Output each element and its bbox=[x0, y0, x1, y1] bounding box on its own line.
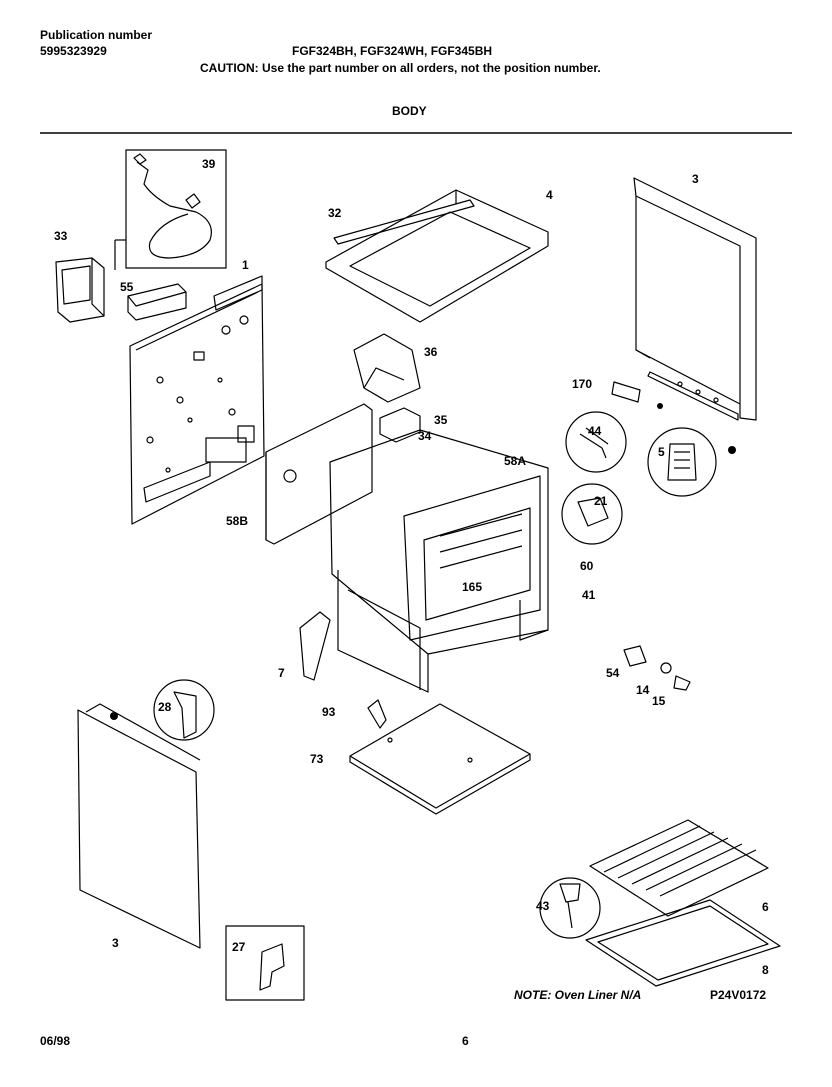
vent-bracket-part bbox=[353, 333, 421, 403]
callout-27: 27 bbox=[232, 940, 246, 954]
bracket-part bbox=[127, 283, 187, 321]
callout-35: 35 bbox=[434, 413, 448, 427]
footer-date: 06/98 bbox=[40, 1034, 71, 1048]
callout-55: 55 bbox=[120, 280, 134, 294]
screw-part bbox=[673, 675, 691, 691]
caution-text: CAUTION: Use the part number on all orde… bbox=[200, 61, 601, 75]
detail-44 bbox=[565, 411, 627, 473]
callout-43: 43 bbox=[536, 899, 550, 913]
strip-part bbox=[333, 199, 475, 245]
callout-73: 73 bbox=[310, 752, 324, 766]
publication-number: 5995323929 bbox=[40, 44, 107, 58]
callout-54: 54 bbox=[606, 666, 620, 680]
figure-code: P24V0172 bbox=[710, 988, 767, 1002]
washer-part bbox=[660, 662, 672, 674]
callout-1: 1 bbox=[242, 258, 249, 272]
callout-7: 7 bbox=[278, 666, 285, 680]
insulation-part bbox=[265, 403, 373, 545]
footer-page: 6 bbox=[462, 1034, 469, 1048]
bottom-panel-part bbox=[349, 703, 531, 815]
callout-39: 39 bbox=[202, 157, 216, 171]
callout-15: 15 bbox=[652, 694, 666, 708]
callout-28: 28 bbox=[158, 700, 172, 714]
callout-3-right: 3 bbox=[692, 172, 699, 186]
callout-41: 41 bbox=[582, 588, 596, 602]
callout-93: 93 bbox=[322, 705, 336, 719]
knob-part bbox=[623, 645, 647, 667]
callout-44: 44 bbox=[588, 424, 602, 438]
duct-part bbox=[379, 407, 421, 443]
callout-21: 21 bbox=[594, 494, 608, 508]
detail-28 bbox=[153, 679, 215, 741]
broil-pan-part bbox=[585, 899, 781, 987]
callout-58a: 58A bbox=[504, 454, 527, 468]
callout-58b: 58B bbox=[226, 514, 249, 528]
callout-60: 60 bbox=[580, 559, 594, 573]
callout-34: 34 bbox=[418, 429, 432, 443]
power-cord-part bbox=[125, 149, 227, 269]
terminal-block-part bbox=[55, 257, 105, 323]
hinge-part bbox=[299, 611, 331, 681]
callout-3-left: 3 bbox=[112, 936, 119, 950]
callout-33: 33 bbox=[54, 229, 68, 243]
hinge-bracket-part bbox=[225, 925, 305, 1001]
callout-5: 5 bbox=[658, 445, 665, 459]
top-panel-part bbox=[325, 189, 549, 323]
back-panel-part bbox=[129, 275, 265, 525]
callout-165: 165 bbox=[462, 580, 483, 594]
callout-6: 6 bbox=[762, 900, 769, 914]
side-panel-right-part bbox=[633, 177, 757, 421]
callout-32: 32 bbox=[328, 206, 342, 220]
detail-43 bbox=[539, 877, 601, 939]
callout-170: 170 bbox=[572, 377, 593, 391]
detail-21 bbox=[561, 483, 623, 545]
side-panel-left-part bbox=[77, 703, 201, 949]
detail-5 bbox=[647, 427, 717, 497]
publication-label: Publication number bbox=[40, 28, 153, 42]
section-title: BODY bbox=[392, 104, 427, 118]
callout-4: 4 bbox=[546, 188, 553, 202]
callout-8: 8 bbox=[762, 963, 769, 977]
oven-liner-note: NOTE: Oven Liner N/A bbox=[514, 988, 642, 1002]
oven-body-part bbox=[329, 429, 549, 693]
callout-14: 14 bbox=[636, 683, 650, 697]
clip-part bbox=[367, 699, 387, 729]
callout-36: 36 bbox=[424, 345, 438, 359]
oven-rack-part bbox=[589, 819, 769, 917]
model-numbers: FGF324BH, FGF324WH, FGF345BH bbox=[292, 44, 493, 58]
